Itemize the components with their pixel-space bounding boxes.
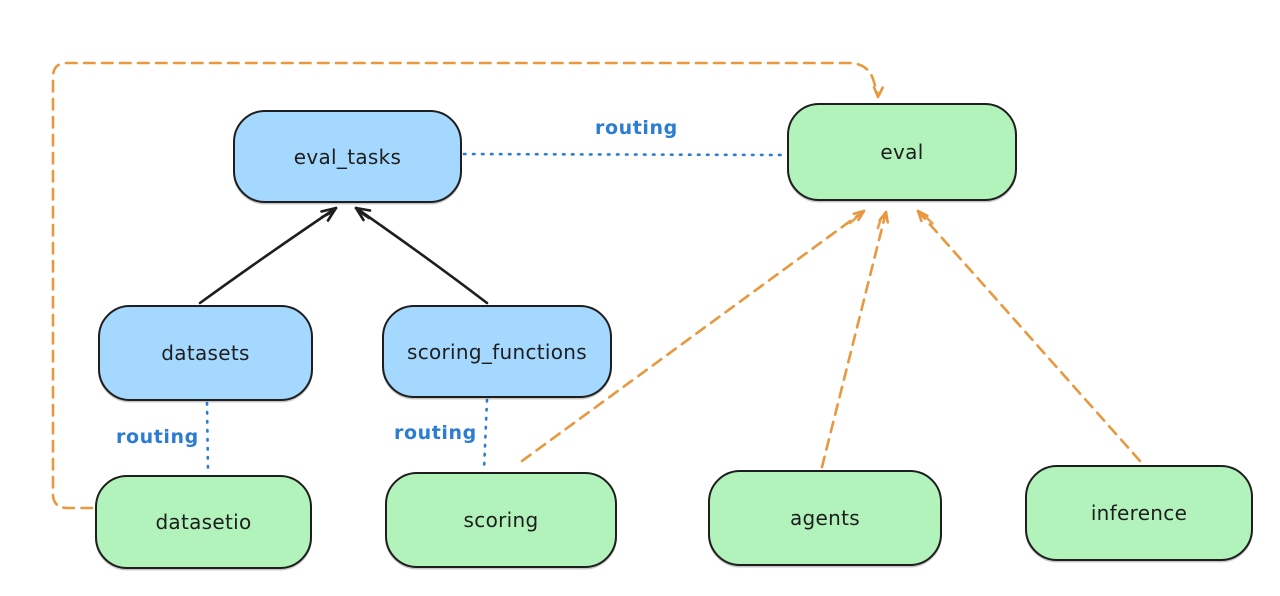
node-agents-label: agents xyxy=(790,506,860,530)
node-eval: eval xyxy=(787,103,1017,201)
node-datasetio: datasetio xyxy=(95,475,312,569)
node-scoring-functions-label: scoring_functions xyxy=(406,339,588,364)
routing-line-eval-tasks-to-eval xyxy=(462,152,788,157)
node-scoring: scoring xyxy=(385,472,617,568)
node-datasets: datasets xyxy=(98,305,313,401)
routing-label-datasets-datasetio: routing xyxy=(113,426,202,448)
node-datasets-label: datasets xyxy=(161,341,250,365)
node-eval-label: eval xyxy=(880,140,924,164)
arrow-datasets-to-eval-tasks xyxy=(198,206,338,305)
routing-line-datasets-to-datasetio xyxy=(205,401,210,473)
node-scoring-functions: scoring_functions xyxy=(382,305,612,398)
node-inference: inference xyxy=(1025,465,1253,561)
routing-line-scoring-functions-to-scoring xyxy=(482,398,489,472)
node-eval-tasks-label: eval_tasks xyxy=(293,144,402,169)
node-datasetio-label: datasetio xyxy=(155,510,252,534)
arrow-inference-to-eval xyxy=(916,209,1142,463)
arrow-scoring-to-eval xyxy=(520,209,866,463)
arrow-agents-to-eval xyxy=(820,210,890,469)
node-inference-label: inference xyxy=(1090,501,1188,525)
node-agents: agents xyxy=(708,470,942,566)
routing-label-eval-tasks-eval: routing xyxy=(592,117,681,139)
node-eval-tasks: eval_tasks xyxy=(233,110,462,203)
arrow-scoring-functions-to-eval-tasks xyxy=(354,206,489,305)
arrow-datasetio-to-eval xyxy=(51,61,886,510)
node-scoring-label: scoring xyxy=(463,508,539,532)
routing-label-scoring-functions-scoring: routing xyxy=(391,422,480,444)
